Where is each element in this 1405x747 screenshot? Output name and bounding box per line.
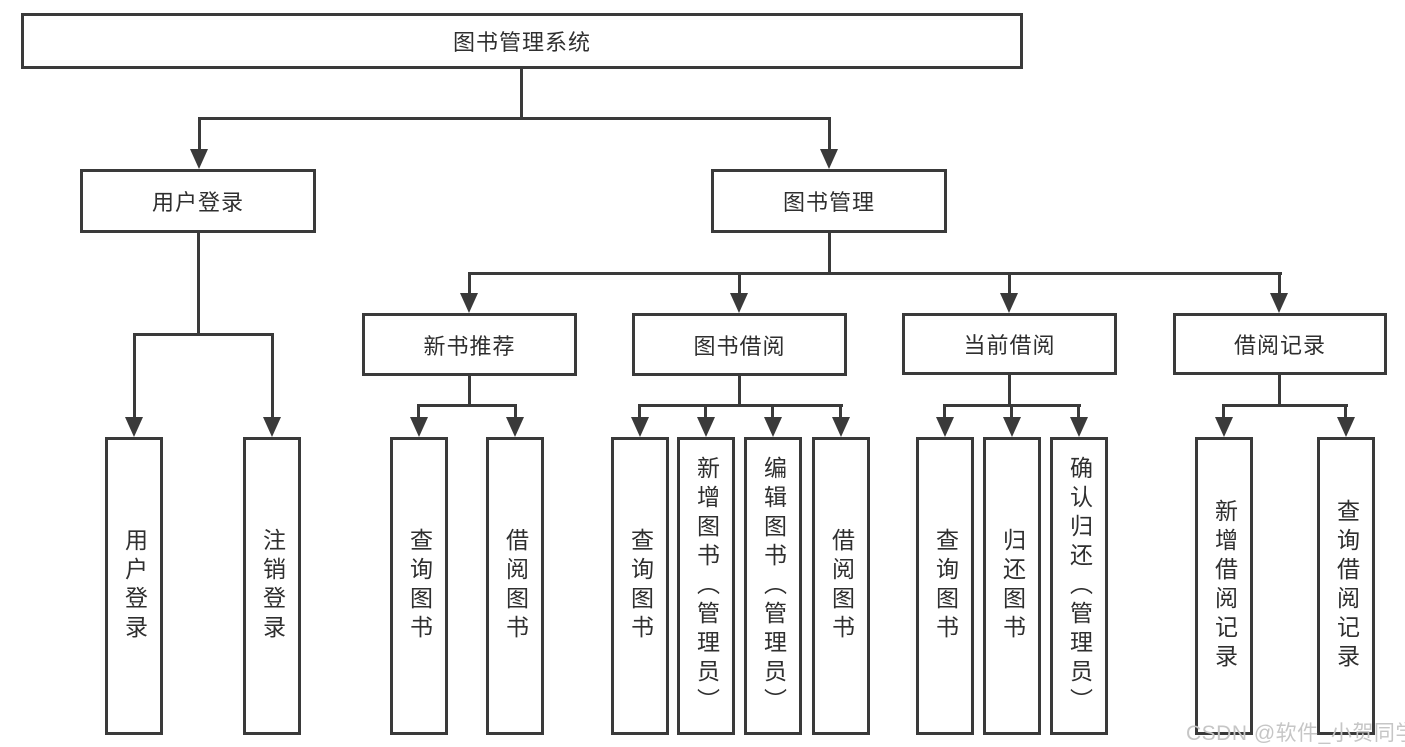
node-root-library-system: 图书管理系统 xyxy=(21,13,1023,69)
connector-line xyxy=(638,404,641,419)
leaf-label: 借阅图书 xyxy=(828,528,855,644)
connector-line xyxy=(198,117,201,151)
arrow-down-icon xyxy=(410,417,428,437)
leaf-logout: 注销登录 xyxy=(243,437,301,735)
connector-line xyxy=(1278,375,1281,407)
connector-line xyxy=(514,404,517,419)
leaf-return-books: 归还图书 xyxy=(983,437,1041,735)
arrow-down-icon xyxy=(1070,417,1088,437)
arrow-down-icon xyxy=(1337,417,1355,437)
node-borrowing-records: 借阅记录 xyxy=(1173,313,1387,375)
connector-line xyxy=(839,404,842,419)
leaf-label: 注销登录 xyxy=(259,528,286,644)
leaf-edit-books-admin: 编辑图书（管理员） xyxy=(744,437,802,735)
connector-line xyxy=(828,117,831,151)
node-user-login: 用户登录 xyxy=(80,169,316,233)
leaf-query-borrow-record: 查询借阅记录 xyxy=(1317,437,1375,735)
arrow-down-icon xyxy=(730,293,748,313)
connector-line xyxy=(704,404,707,419)
connector-line xyxy=(1008,272,1011,294)
connector-line xyxy=(1077,404,1080,419)
connector-line xyxy=(1010,404,1013,419)
connector-line xyxy=(1344,404,1347,419)
node-label: 新书推荐 xyxy=(423,333,516,359)
leaf-user-login: 用户登录 xyxy=(105,437,163,735)
arrow-down-icon xyxy=(697,417,715,437)
leaf-label: 用户登录 xyxy=(121,528,148,644)
leaf-label: 查询图书 xyxy=(932,528,959,644)
leaf-confirm-return-admin: 确认归还（管理员） xyxy=(1050,437,1108,735)
connector-line xyxy=(1223,404,1348,407)
connector-line xyxy=(1008,375,1011,407)
arrow-down-icon xyxy=(190,149,208,169)
connector-line xyxy=(133,333,274,336)
connector-line xyxy=(197,233,200,336)
node-book-borrowing: 图书借阅 xyxy=(632,313,847,376)
connector-line xyxy=(468,272,471,294)
node-label: 借阅记录 xyxy=(1233,333,1326,358)
connector-line xyxy=(133,333,136,419)
node-new-book-recommend: 新书推荐 xyxy=(362,313,577,376)
connector-line xyxy=(417,404,420,419)
connector-line xyxy=(1222,404,1225,419)
leaf-label: 查询借阅记录 xyxy=(1333,499,1360,673)
arrow-down-icon xyxy=(1270,293,1288,313)
leaf-add-borrow-record: 新增借阅记录 xyxy=(1195,437,1253,735)
connector-line xyxy=(738,272,741,294)
leaf-borrow-books-recommend: 借阅图书 xyxy=(486,437,544,735)
arrow-down-icon xyxy=(125,417,143,437)
arrow-down-icon xyxy=(506,417,524,437)
arrow-down-icon xyxy=(1000,293,1018,313)
leaf-label: 借阅图书 xyxy=(502,528,529,644)
connector-line xyxy=(638,404,843,407)
arrow-down-icon xyxy=(1003,417,1021,437)
arrow-down-icon xyxy=(631,417,649,437)
connector-line xyxy=(771,404,774,419)
leaf-query-books-borrowing: 查询图书 xyxy=(611,437,669,735)
leaf-label: 新增图书（管理员） xyxy=(693,455,720,717)
connector-line xyxy=(943,404,946,419)
node-label: 当前借阅 xyxy=(963,333,1056,358)
node-book-management: 图书管理 xyxy=(711,169,947,233)
connector-line xyxy=(1278,272,1281,294)
leaf-label: 归还图书 xyxy=(999,528,1026,644)
leaf-label: 查询图书 xyxy=(406,528,433,644)
leaf-label: 编辑图书（管理员） xyxy=(760,455,787,717)
node-label: 图书管理 xyxy=(782,190,875,215)
leaf-label: 新增借阅记录 xyxy=(1211,499,1238,673)
arrow-down-icon xyxy=(820,149,838,169)
connector-line xyxy=(468,376,471,407)
csdn-watermark: CSDN @软件_小贺同学 xyxy=(1186,722,1405,745)
arrow-down-icon xyxy=(460,293,478,313)
leaf-label: 确认归还（管理员） xyxy=(1066,455,1093,717)
leaf-add-books-admin: 新增图书（管理员） xyxy=(677,437,735,735)
arrow-down-icon xyxy=(263,417,281,437)
connector-line xyxy=(271,333,274,419)
connector-line xyxy=(520,69,523,120)
connector-line xyxy=(468,272,1282,275)
connector-line xyxy=(828,233,831,275)
leaf-borrow-books: 借阅图书 xyxy=(812,437,870,735)
node-label: 用户登录 xyxy=(151,190,244,215)
node-label: 图书管理系统 xyxy=(452,30,591,55)
leaf-query-books-current: 查询图书 xyxy=(916,437,974,735)
arrow-down-icon xyxy=(764,417,782,437)
node-current-borrowing: 当前借阅 xyxy=(902,313,1117,375)
arrow-down-icon xyxy=(832,417,850,437)
connector-line xyxy=(198,117,831,120)
connector-line xyxy=(738,376,741,407)
arrow-down-icon xyxy=(936,417,954,437)
connector-line xyxy=(417,404,517,407)
leaf-label: 查询图书 xyxy=(627,528,654,644)
leaf-query-books-recommend: 查询图书 xyxy=(390,437,448,735)
node-label: 图书借阅 xyxy=(693,333,786,359)
arrow-down-icon xyxy=(1215,417,1233,437)
